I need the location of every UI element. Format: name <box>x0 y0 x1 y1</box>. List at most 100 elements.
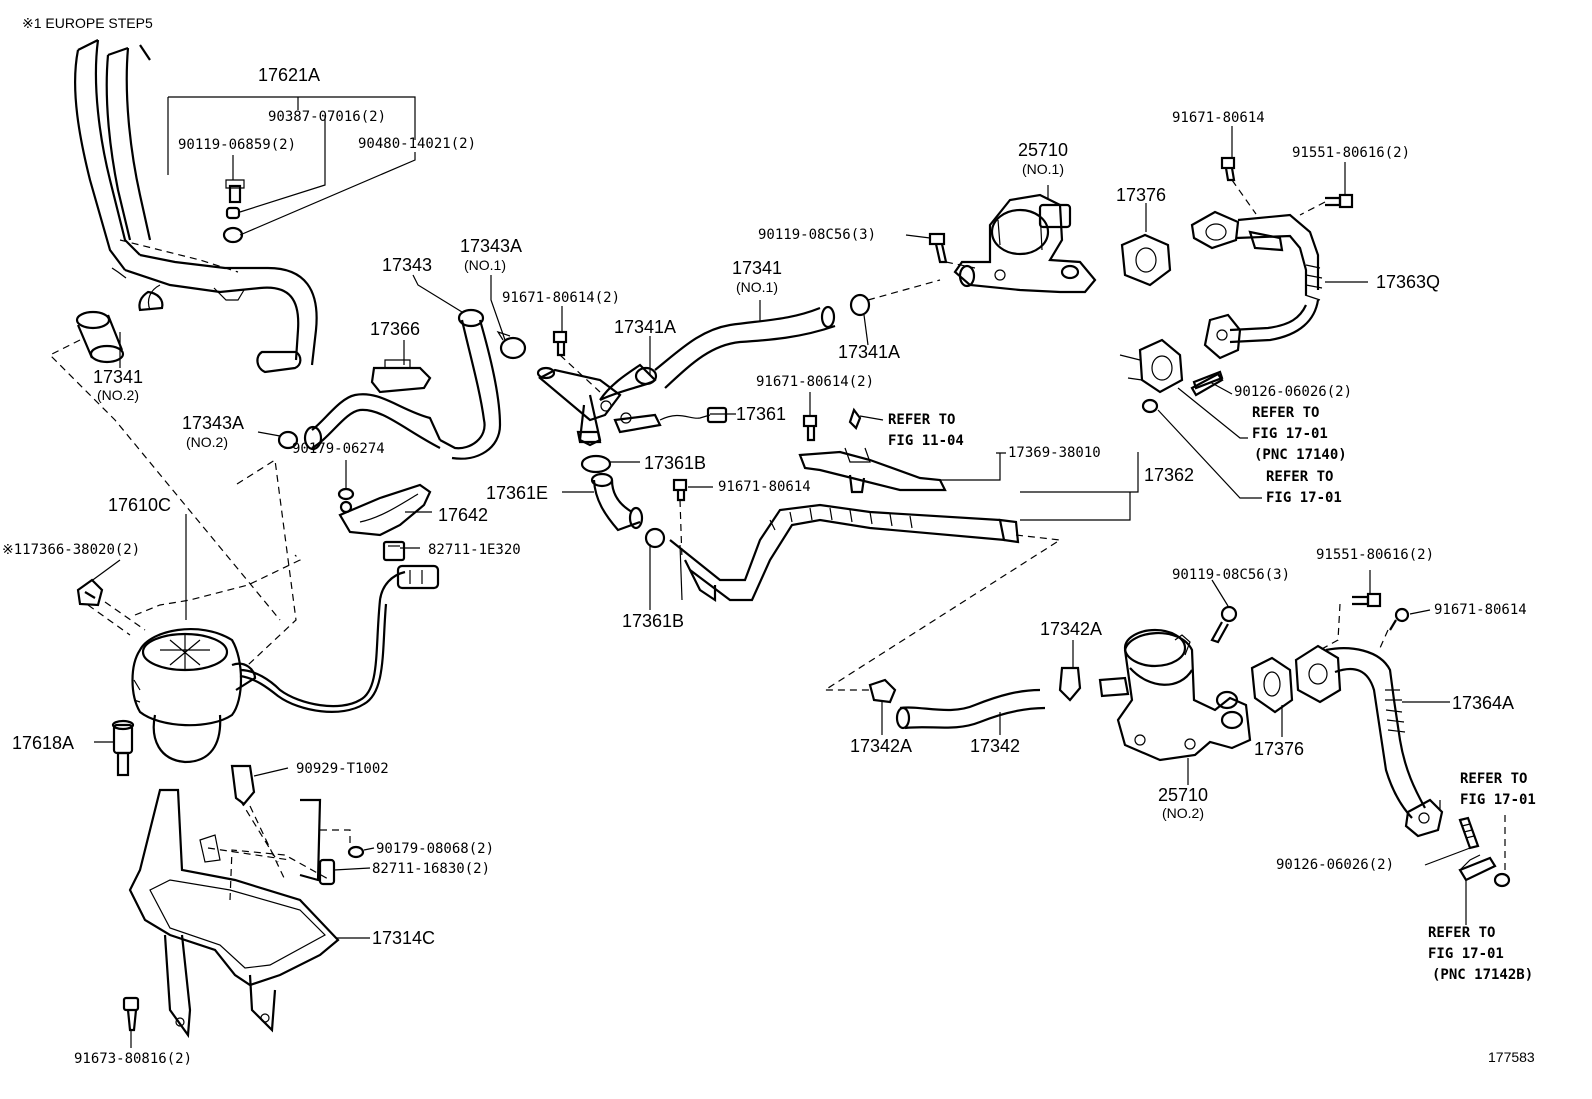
label-82711-1E320: 82711-1E320 <box>428 542 521 558</box>
label-91673-80816: 91673-80816(2) <box>74 1051 193 1067</box>
air-switching-valve-25710-no2 <box>1098 628 1252 762</box>
bolt-91671-a <box>552 330 568 357</box>
label-refer-17-01-a1: REFER TO <box>1252 405 1320 421</box>
label-90480-14021: 90480-14021(2) <box>358 136 477 152</box>
label-17362: 17362 <box>1144 465 1195 485</box>
label-no2-a: (NO.2) <box>97 387 139 403</box>
nut-90179-06274 <box>337 487 355 501</box>
gasket-refer-17140 <box>1119 338 1224 414</box>
label-17364A: 17364A <box>1452 693 1515 713</box>
bolt-90119-08C56-a <box>928 232 948 264</box>
leader-lines <box>89 96 1471 1048</box>
label-91551-80616-a: 91551-80616(2) <box>1292 145 1411 161</box>
label-no1-a: (NO.1) <box>464 257 506 273</box>
gasket-refer-17142B <box>1458 815 1511 888</box>
clamp-17341A <box>849 293 871 317</box>
label-17366-38020: ※117366-38020(2) <box>2 542 141 558</box>
label-90387-07016: 90387-07016(2) <box>268 109 387 125</box>
label-refer-17-01-d1: REFER TO <box>1428 925 1496 941</box>
label-17341A-a: 17341A <box>614 317 677 337</box>
air-pump-17610C <box>131 570 406 764</box>
label-no2-b: (NO.2) <box>186 434 228 450</box>
label-17341-no1: 17341 <box>732 258 783 278</box>
label-17342A-b: 17342A <box>850 736 913 756</box>
label-17314C: 17314C <box>372 928 436 948</box>
label-17610C: 17610C <box>108 495 172 515</box>
bolt-91671-d <box>1220 156 1236 182</box>
plug-17618A <box>111 719 135 777</box>
pipe-17363Q <box>1190 210 1323 360</box>
bolt-91671-e <box>1389 607 1410 631</box>
label-90179-08068: 90179-08068(2) <box>376 841 495 857</box>
bolt-91551-a <box>1325 193 1354 209</box>
label-refer-17-01-c1: REFER TO <box>1460 771 1528 787</box>
header-note: ※1 EUROPE STEP5 <box>22 15 153 31</box>
label-17618A: 17618A <box>12 733 75 753</box>
bracket-17369-38010 <box>798 447 947 494</box>
air-injection-pipe-17621A <box>73 39 318 374</box>
nut-90179-08068 <box>347 845 365 859</box>
label-91671-80614-a: 91671-80614(2) <box>502 290 621 306</box>
label-90126-06026-b: 90126-06026(2) <box>1276 857 1395 873</box>
gasket-17376-b <box>1250 656 1294 714</box>
label-pnc-17142B: (PNC 17142B) <box>1432 967 1534 983</box>
label-25710-no1: 25710 <box>1018 140 1069 160</box>
label-17361: 17361 <box>736 404 787 424</box>
label-17342A-a: 17342A <box>1040 619 1103 639</box>
pipe-17362 <box>669 503 1020 603</box>
label-17376-b: 17376 <box>1254 739 1305 759</box>
bolt-90119-06859 <box>222 179 245 244</box>
label-17343A-no2: 17343A <box>182 413 245 433</box>
bolt-91551-b <box>1352 592 1382 608</box>
label-pnc-17140: (PNC 17140) <box>1254 447 1347 463</box>
label-17376-a: 17376 <box>1116 185 1167 205</box>
label-91671-80614-b: 91671-80614(2) <box>756 374 875 390</box>
hose-17341-no1 <box>654 305 836 389</box>
clamp-17343A <box>277 330 527 450</box>
stud-90126-a <box>1192 370 1224 390</box>
label-no2-c: (NO.2) <box>1162 805 1204 821</box>
label-90929-T1002: 90929-T1002 <box>296 761 389 777</box>
label-91671-80614-e: 91671-80614 <box>1434 602 1527 618</box>
clip-82711-16830 <box>318 858 336 886</box>
stud-90126-b <box>1458 816 1480 850</box>
clamp-17366 <box>370 359 432 394</box>
label-17642: 17642 <box>438 505 489 525</box>
label-refer-11-04-line2: FIG 11-04 <box>888 433 964 449</box>
clamp-17342A <box>868 666 1082 704</box>
clip-90929-T1002 <box>230 764 256 806</box>
label-no1-c: (NO.1) <box>736 279 778 295</box>
gasket-17376-a <box>1120 233 1172 287</box>
pipe-17364A <box>1294 644 1444 838</box>
clip-17366-38020 <box>76 578 104 607</box>
hose-17341-no2 <box>75 310 125 364</box>
label-17363Q: 17363Q <box>1376 272 1441 292</box>
label-17341A-b: 17341A <box>838 342 901 362</box>
label-82711-16830: 82711-16830(2) <box>372 861 491 877</box>
bolt-91673-80816 <box>122 996 140 1032</box>
label-90119-08C56-b: 90119-08C56(3) <box>1172 567 1291 583</box>
bolt-91671-b <box>802 414 818 442</box>
label-90126-06026-a: 90126-06026(2) <box>1234 384 1353 400</box>
air-switching-valve-25710-no1 <box>953 193 1097 294</box>
label-25710-no2: 25710 <box>1158 785 1209 805</box>
label-17343: 17343 <box>382 255 433 275</box>
hose-17342 <box>895 688 1046 730</box>
label-90179-06274: 90179-06274 <box>292 441 385 457</box>
hose-17343 <box>303 308 502 460</box>
bracket-17642 <box>338 483 432 537</box>
label-refer-11-04-line1: REFER TO <box>888 412 956 428</box>
label-refer-17-01-c2: FIG 17-01 <box>1460 792 1536 808</box>
label-refer-17-01-b1: REFER TO <box>1266 469 1334 485</box>
label-refer-17-01-a2: FIG 17-01 <box>1252 426 1328 442</box>
label-17361B-b: 17361B <box>622 611 685 631</box>
label-91671-80614-c: 91671-80614 <box>718 479 811 495</box>
label-17342: 17342 <box>970 736 1021 756</box>
label-refer-17-01-b2: FIG 17-01 <box>1266 490 1342 506</box>
label-91551-80616-b: 91551-80616(2) <box>1316 547 1435 563</box>
label-17621A: 17621A <box>258 65 321 85</box>
label-refer-17-01-d2: FIG 17-01 <box>1428 946 1504 962</box>
label-90119-08C56-a: 90119-08C56(3) <box>758 227 877 243</box>
